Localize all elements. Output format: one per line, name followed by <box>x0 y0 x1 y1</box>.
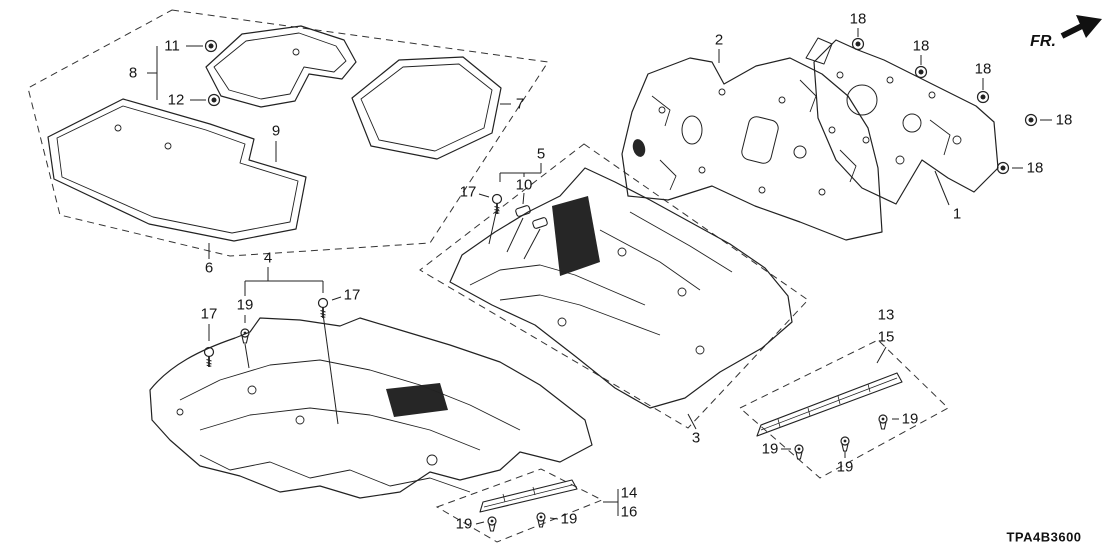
front-floor-carpet-shape <box>149 317 593 499</box>
side-sill-garnish-right-shape <box>756 372 903 437</box>
callout-18: 18 <box>912 37 930 55</box>
push-clip-icon <box>240 328 250 344</box>
callout-19: 19 <box>836 458 854 476</box>
callout-6: 6 <box>204 259 214 277</box>
leader-lines <box>147 28 1052 525</box>
callout-17: 17 <box>200 305 218 323</box>
callout-19: 19 <box>560 510 578 528</box>
floor-mat-shapes <box>47 25 502 242</box>
callout-19: 19 <box>455 515 473 533</box>
grommet-icon <box>1024 113 1038 127</box>
callout-16: 16 <box>620 503 638 521</box>
dashed-group-boxes <box>27 9 949 543</box>
push-clip-icon <box>840 436 850 452</box>
passenger-floor-mat-shape <box>351 56 502 160</box>
callout-18: 18 <box>1026 159 1044 177</box>
callout-17: 17 <box>459 183 477 201</box>
driver-floor-mat-shape <box>205 25 357 108</box>
callout-19: 19 <box>901 410 919 428</box>
callout-2: 2 <box>714 31 724 49</box>
rear-floor-mat-shape <box>47 98 307 242</box>
screw-icon <box>317 297 329 319</box>
callout-9: 9 <box>271 122 281 140</box>
callout-19: 19 <box>761 440 779 458</box>
diagram-code: TPA4B3600 <box>1006 529 1082 545</box>
side-garnish-center-dashed-box <box>435 468 604 543</box>
callout-1: 1 <box>952 205 962 223</box>
grommet-icon <box>976 90 990 104</box>
retainer-clip-icon <box>515 205 531 217</box>
floor-mat-set-dashed-box <box>27 9 549 257</box>
callout-3: 3 <box>691 429 701 447</box>
grommet-icon <box>914 65 928 79</box>
callout-8: 8 <box>128 64 138 82</box>
callout-13: 13 <box>877 306 895 324</box>
screw-icon <box>203 346 215 368</box>
callout-14: 14 <box>620 484 638 502</box>
screw-icon <box>491 193 503 215</box>
grommet-icon <box>851 37 865 51</box>
side-sill-garnish-center-shape <box>479 479 578 513</box>
push-clip-icon <box>878 414 888 430</box>
push-clip-icon <box>487 516 497 532</box>
callout-11: 11 <box>164 37 180 55</box>
callout-17: 17 <box>343 286 361 304</box>
fastener-icons <box>203 37 1038 532</box>
callout-12: 12 <box>167 91 185 109</box>
side-garnish-right-dashed-box <box>739 339 949 479</box>
rear-carpet-dashed-box <box>419 143 809 429</box>
rear-floor-carpet-shape <box>449 167 793 409</box>
callout-18: 18 <box>974 60 992 78</box>
grommet-icon <box>996 161 1010 175</box>
callout-18: 18 <box>849 10 867 28</box>
console-pad-shape <box>552 196 600 276</box>
dashboard-insulator-inner-shape <box>621 57 883 241</box>
callout-5: 5 <box>536 145 546 163</box>
fr-direction-label: FR. <box>1030 33 1056 50</box>
fr-direction-arrow-icon <box>1060 15 1102 39</box>
callout-18: 18 <box>1055 111 1073 129</box>
callout-15: 15 <box>877 328 895 346</box>
callout-10: 10 <box>515 176 533 194</box>
push-clip-icon <box>794 444 804 460</box>
grommet-icon <box>207 93 221 107</box>
dashboard-insulator-outer-shape <box>805 37 999 205</box>
callout-4: 4 <box>263 249 273 267</box>
retainer-clip-icon <box>532 217 548 229</box>
grommet-icon <box>204 39 218 53</box>
carpet-pad-shape <box>386 383 448 417</box>
callout-7: 7 <box>515 95 525 113</box>
callout-19: 19 <box>236 296 254 314</box>
